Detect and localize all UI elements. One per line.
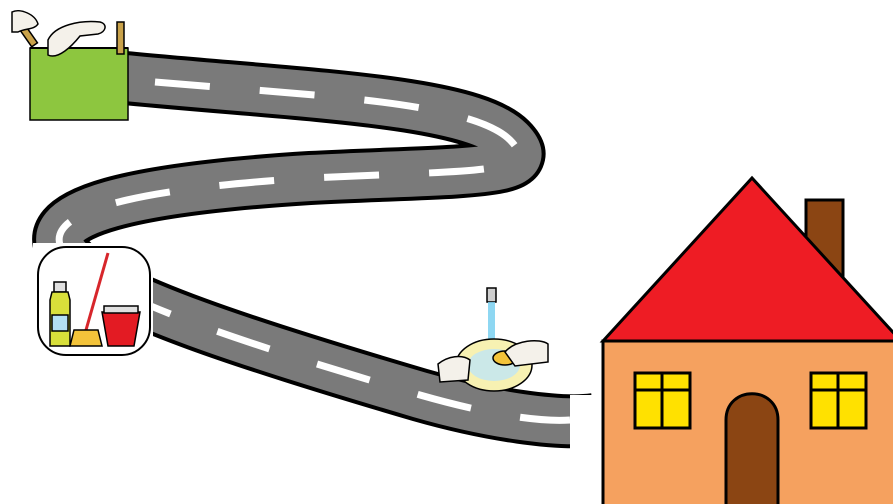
faucet [487,288,496,302]
window-left [635,373,690,428]
road-end-mask [570,395,600,475]
hand-left [12,11,38,32]
door [726,394,778,504]
cleaning-supplies-icon [33,243,153,360]
clothespin-right [117,22,124,54]
bucket [102,312,140,346]
laundry-cloth [30,48,128,120]
bottle-cap [54,282,66,292]
bottle-label [52,315,68,331]
laundry-hanging-icon [12,11,128,120]
mop-head [70,330,102,346]
dish-washing-icon [438,288,548,391]
window-right [811,373,866,428]
bucket-wringer [104,306,138,313]
hand-holding [438,357,470,382]
house-icon [603,178,893,504]
roof [603,178,893,341]
